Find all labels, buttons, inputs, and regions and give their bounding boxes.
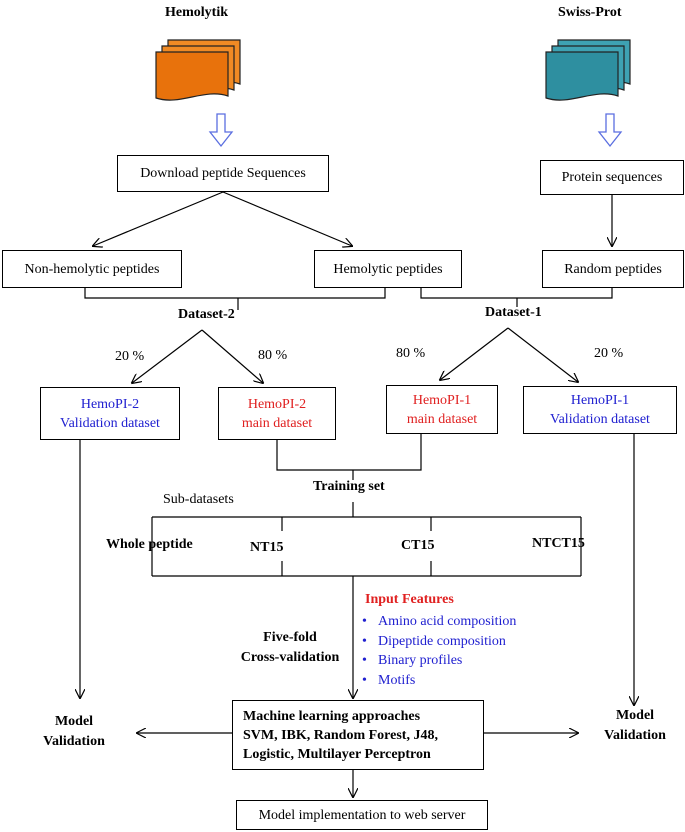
download-sequences-box: Download peptide Sequences <box>117 155 329 192</box>
whole-peptide-label: Whole peptide <box>106 537 193 552</box>
model-validation-left: Model Validation <box>24 712 124 752</box>
dataset2-label: Dataset-2 <box>178 307 235 322</box>
ml-line1: Machine learning approaches <box>243 708 421 724</box>
download-sequences-label: Download peptide Sequences <box>140 166 306 181</box>
hemopi1-main-line2: main dataset <box>406 411 478 427</box>
hemopi1-validation-box: HemoPI-1 Validation dataset <box>523 386 677 434</box>
feature-item: •Dipeptide composition <box>362 633 506 649</box>
machine-learning-box: Machine learning approaches SVM, IBK, Ra… <box>232 700 484 770</box>
nonhemolytic-label: Non-hemolytic peptides <box>24 261 160 277</box>
feature-item: •Amino acid composition <box>362 614 517 629</box>
pct20-left: 20 % <box>115 349 145 364</box>
model-validation-right-line2: Validation <box>604 728 666 743</box>
model-validation-left-line2: Validation <box>43 734 105 749</box>
ntct15-label: NTCT15 <box>532 536 585 551</box>
ct15-label: CT15 <box>401 538 435 553</box>
hemopi2-validation-line1: HemoPI-2 <box>80 396 140 412</box>
protein-sequences-label: Protein sequences <box>561 170 663 185</box>
training-set-label: Training set <box>313 479 385 494</box>
model-implementation-label: Model implementation to web server <box>258 807 466 823</box>
subdatasets-label: Sub-datasets <box>163 492 234 507</box>
ml-line3: Logistic, Multilayer Perceptron <box>243 746 431 762</box>
fivefold-label: Five-fold Cross-validation <box>230 628 350 668</box>
model-validation-left-line1: Model <box>54 714 94 729</box>
model-validation-right: Model Validation <box>585 706 685 746</box>
hemopi2-validation-line2: Validation dataset <box>60 415 160 431</box>
hollow-arrow-right <box>597 113 623 148</box>
pct80-left: 80 % <box>258 348 288 363</box>
hemopi1-validation-line1: HemoPI-1 <box>570 393 630 408</box>
fivefold-line1: Five-fold <box>263 630 317 645</box>
hemolytic-label: Hemolytic peptides <box>333 261 443 277</box>
swissprot-title: Swiss-Prot <box>558 5 622 20</box>
hemopi2-validation-box: HemoPI-2 Validation dataset <box>40 387 180 440</box>
hemopi1-validation-line2: Validation dataset <box>550 412 650 427</box>
model-validation-right-line1: Model <box>615 708 655 723</box>
model-implementation-box: Model implementation to web server <box>236 800 488 830</box>
hemopi2-main-line2: main dataset <box>241 415 313 431</box>
hollow-arrow-left <box>208 113 234 148</box>
random-peptides-label: Random peptides <box>564 261 662 277</box>
feature-item: •Binary profiles <box>362 653 463 668</box>
hemolytik-title: Hemolytik <box>165 5 228 20</box>
pct80-right: 80 % <box>396 346 426 361</box>
feature-item: •Motifs <box>362 672 416 688</box>
hemopi2-main-line1: HemoPI-2 <box>247 396 307 412</box>
hemopi2-main-box: HemoPI-2 main dataset <box>218 387 336 440</box>
hemopi1-main-box: HemoPI-1 main dataset <box>386 385 498 434</box>
dataset1-label: Dataset-1 <box>485 305 542 320</box>
nt15-label: NT15 <box>250 540 284 555</box>
swissprot-document-icon <box>545 39 631 101</box>
hemolytic-box: Hemolytic peptides <box>314 250 462 288</box>
nonhemolytic-box: Non-hemolytic peptides <box>2 250 182 288</box>
random-peptides-box: Random peptides <box>542 250 684 288</box>
hemolytik-document-icon <box>155 39 241 101</box>
ml-line2: SVM, IBK, Random Forest, J48, <box>243 727 438 743</box>
pct20-right: 20 % <box>594 346 624 361</box>
protein-sequences-box: Protein sequences <box>540 160 684 195</box>
input-features-title: Input Features <box>365 592 454 607</box>
input-features-list: •Amino acid composition •Dipeptide compo… <box>362 612 516 690</box>
fivefold-line2: Cross-validation <box>240 650 340 665</box>
hemopi1-main-line1: HemoPI-1 <box>412 392 472 408</box>
